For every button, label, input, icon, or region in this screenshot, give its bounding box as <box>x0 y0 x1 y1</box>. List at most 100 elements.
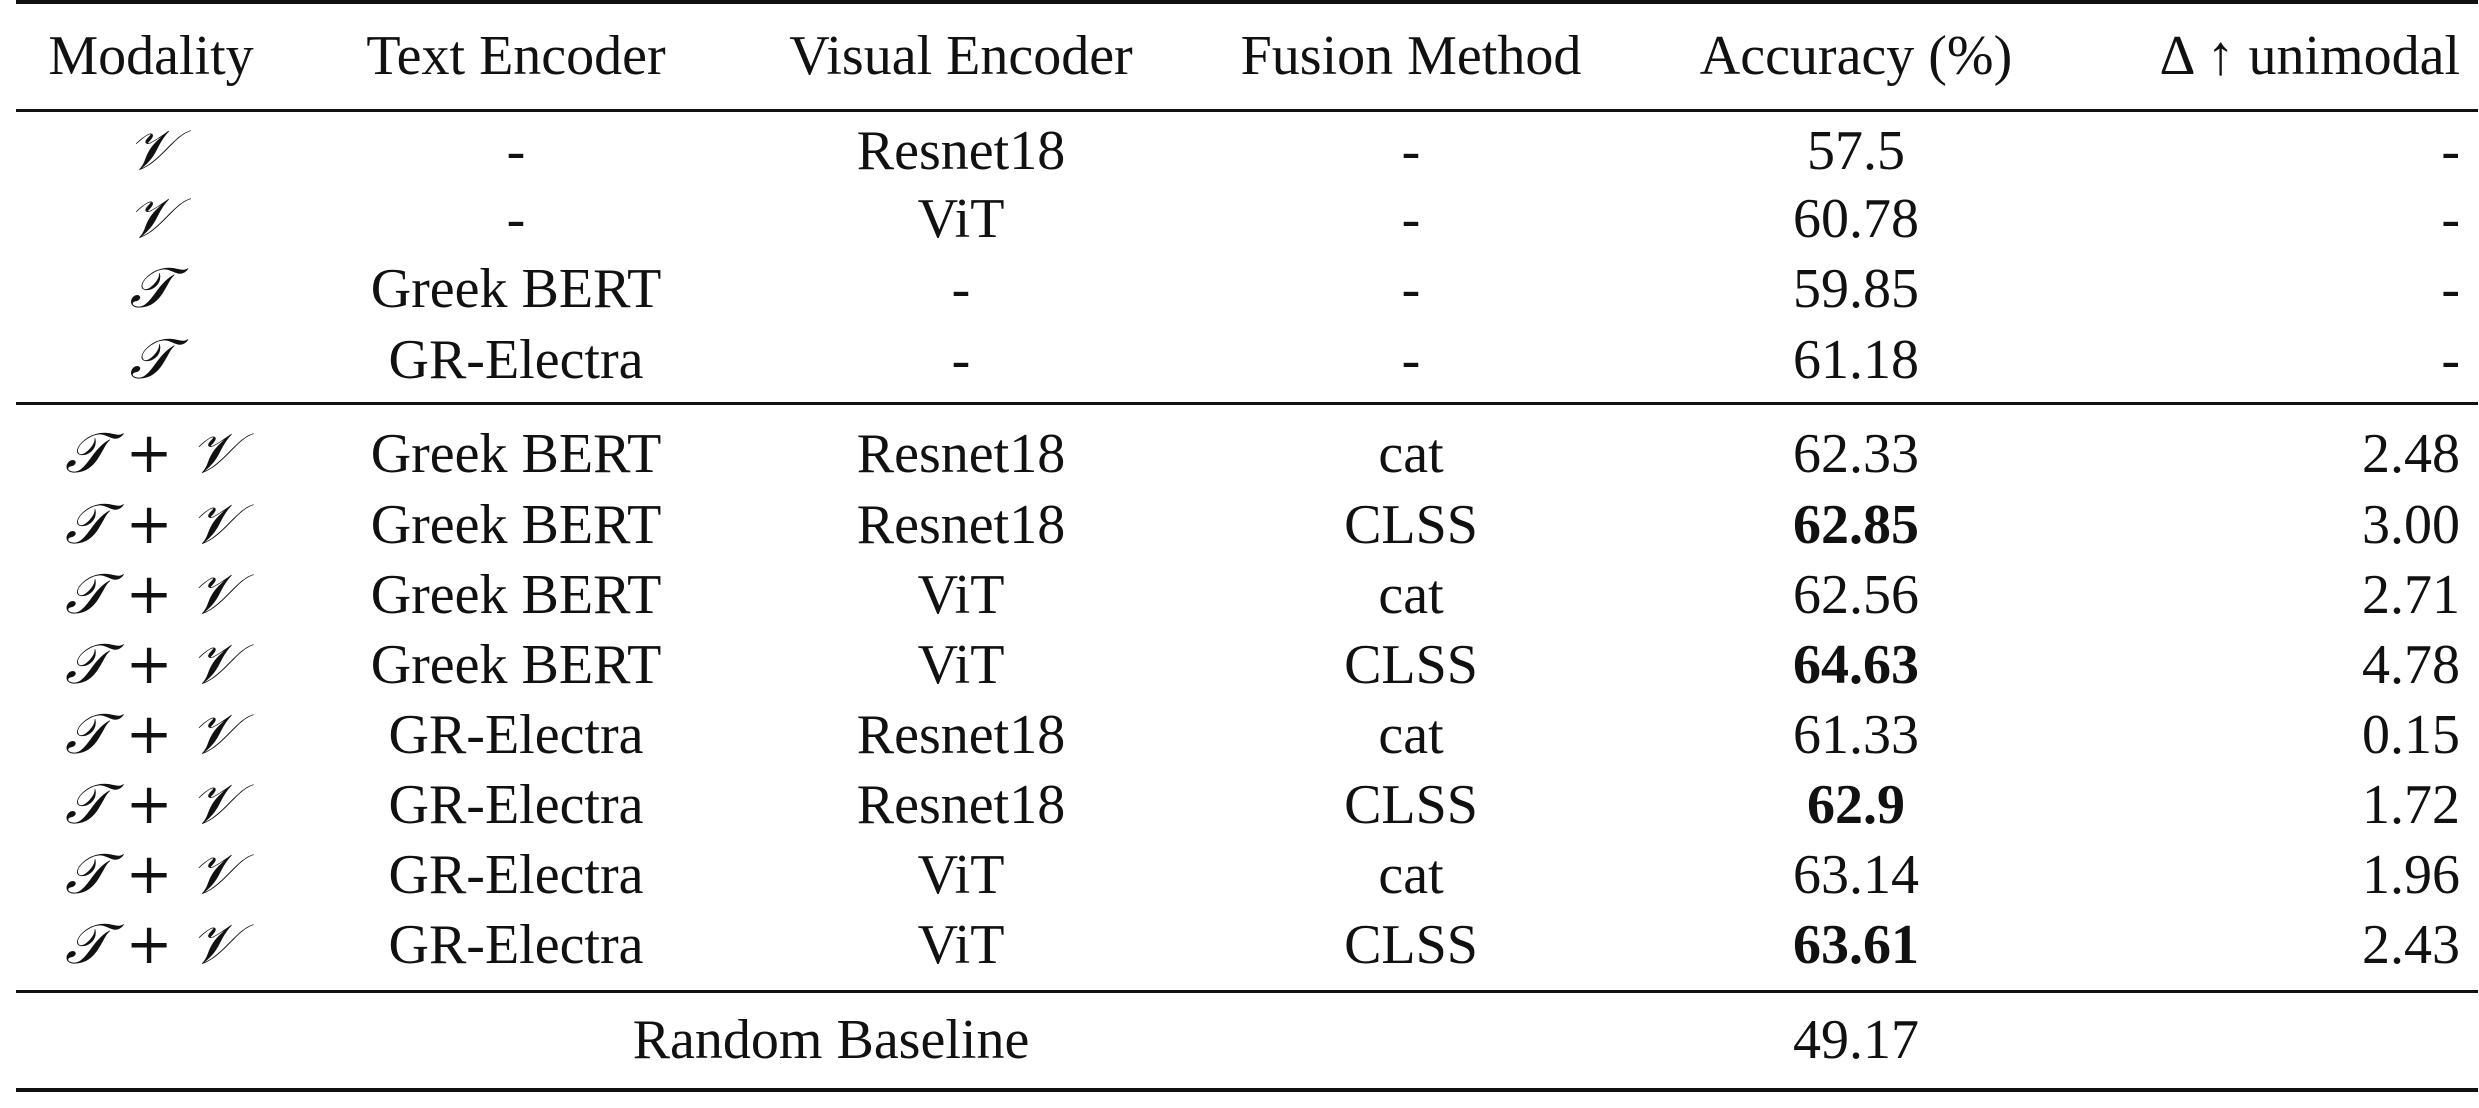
cell-fusion-method: CLSS <box>1344 493 1478 556</box>
cell-accuracy: 62.9 <box>1807 773 1905 836</box>
cell-modality: 𝒯 + 𝒱 <box>64 561 238 627</box>
cell-visual-encoder: Resnet18 <box>856 703 1066 766</box>
cell-accuracy: 64.63 <box>1793 633 1919 696</box>
cell-accuracy: 59.85 <box>1793 257 1919 320</box>
cell-delta: - <box>2066 323 2478 405</box>
cell-visual-encoder: Resnet18 <box>856 773 1066 836</box>
cell-modality: 𝒯 + 𝒱 <box>64 701 238 767</box>
cell-modality: 𝒯 + 𝒱 <box>64 841 238 907</box>
cell-text-encoder: GR-Electra <box>388 773 644 836</box>
cell-delta: 2.71 <box>2362 563 2460 626</box>
baseline-label: Random Baseline <box>16 991 1646 1092</box>
header-fusion-method: Fusion Method <box>1176 0 1646 112</box>
cell-visual-encoder: ViT <box>917 563 1005 626</box>
cell-text-encoder: Greek BERT <box>370 633 662 696</box>
cell-delta: - <box>2441 257 2460 320</box>
cell-text-encoder: GR-Electra <box>388 703 644 766</box>
header-delta-unimodal: Δ ↑ unimodal <box>2066 0 2478 112</box>
cell-modality: 𝒯 + 𝒱 <box>16 909 286 993</box>
cell-delta: 0.15 <box>2362 703 2460 766</box>
cell-accuracy: 63.61 <box>1646 909 2066 993</box>
cell-fusion-method: CLSS <box>1176 909 1646 993</box>
cell-accuracy: 62.85 <box>1793 493 1919 556</box>
cell-delta: 3.00 <box>2362 493 2460 556</box>
cell-visual-encoder: - <box>951 257 971 320</box>
cell-modality: 𝒯 + 𝒱 <box>64 631 238 697</box>
cell-fusion-method: cat <box>1378 423 1444 486</box>
cell-text-encoder: Greek BERT <box>370 493 662 556</box>
cell-visual-encoder: Resnet18 <box>856 119 1066 182</box>
table-row: 𝒯 + 𝒱 GR-Electra Resnet18 CLSS 62.9 1.72 <box>16 770 2478 840</box>
cell-accuracy: 61.18 <box>1646 323 2066 405</box>
cell-modality: 𝒯 <box>129 255 173 321</box>
table-row: 𝒯 + 𝒱 GR-Electra ViT cat 63.14 1.96 <box>16 840 2478 910</box>
cell-fusion-method: CLSS <box>1344 633 1478 696</box>
cell-text-encoder: GR-Electra <box>286 323 746 405</box>
cell-delta: 1.72 <box>2362 773 2460 836</box>
header-modality: Modality <box>16 0 286 112</box>
cell-accuracy: 61.33 <box>1793 703 1919 766</box>
cell-visual-encoder: ViT <box>917 633 1005 696</box>
table-row: 𝒱 - Resnet18 - 57.5 - <box>16 110 2478 184</box>
baseline-delta-empty <box>2066 991 2478 1092</box>
cell-visual-encoder: ViT <box>746 909 1176 993</box>
cell-delta: - <box>2441 187 2460 250</box>
cell-accuracy: 62.33 <box>1793 423 1919 486</box>
cell-visual-encoder: ViT <box>917 187 1005 250</box>
header-accuracy: Accuracy (%) <box>1646 0 2066 112</box>
cell-modality: 𝒯 + 𝒱 <box>64 421 238 487</box>
cell-delta: 2.43 <box>2066 909 2478 993</box>
cell-visual-encoder: Resnet18 <box>856 423 1066 486</box>
cell-delta: - <box>2441 119 2460 182</box>
cell-accuracy: 57.5 <box>1807 119 1905 182</box>
table-row: 𝒯 + 𝒱 Greek BERT Resnet18 cat 62.33 2.48 <box>16 404 2478 490</box>
cell-visual-encoder: Resnet18 <box>856 493 1066 556</box>
cell-accuracy: 60.78 <box>1793 187 1919 250</box>
table-row: 𝒯 + 𝒱 Greek BERT ViT cat 62.56 2.71 <box>16 560 2478 630</box>
cell-modality: 𝒯 <box>16 323 286 405</box>
cell-accuracy: 63.14 <box>1793 843 1919 906</box>
table-row: 𝒯 + 𝒱 Greek BERT ViT CLSS 64.63 4.78 <box>16 630 2478 700</box>
cell-accuracy: 62.56 <box>1793 563 1919 626</box>
header-text-encoder: Text Encoder <box>286 0 746 112</box>
cell-fusion-method: - <box>1401 119 1421 182</box>
cell-visual-encoder: - <box>746 323 1176 405</box>
table-row: 𝒱 - ViT - 60.78 - <box>16 184 2478 254</box>
cell-text-encoder: Greek BERT <box>370 423 662 486</box>
results-table: Modality Text Encoder Visual Encoder Fus… <box>16 0 2478 1092</box>
cell-fusion-method: CLSS <box>1344 773 1478 836</box>
cell-fusion-method: cat <box>1378 703 1444 766</box>
cell-visual-encoder: ViT <box>917 843 1005 906</box>
table-row: 𝒯 + 𝒱 GR-Electra Resnet18 cat 61.33 0.15 <box>16 700 2478 770</box>
header-visual-encoder: Visual Encoder <box>746 0 1176 112</box>
cell-modality: 𝒱 <box>127 185 175 251</box>
table-row: 𝒯 Greek BERT - - 59.85 - <box>16 254 2478 324</box>
unimodal-rows: 𝒱 - Resnet18 - 57.5 - 𝒱 - ViT - 60.78 - 𝒯 Greek BERT -… <box>16 110 2478 405</box>
cell-fusion-method: cat <box>1378 563 1444 626</box>
cell-text-encoder: Greek BERT <box>370 257 662 320</box>
cell-text-encoder: - <box>506 187 526 250</box>
baseline-rows: Random Baseline 49.17 <box>16 991 2478 1092</box>
cell-text-encoder: GR-Electra <box>286 909 746 993</box>
cell-delta: 2.48 <box>2362 423 2460 486</box>
cell-fusion-method: - <box>1401 187 1421 250</box>
baseline-row: Random Baseline 49.17 <box>16 991 2478 1092</box>
cell-text-encoder: GR-Electra <box>388 843 644 906</box>
cell-fusion-method: - <box>1176 323 1646 405</box>
cell-modality: 𝒯 + 𝒱 <box>64 491 238 557</box>
baseline-accuracy: 49.17 <box>1646 991 2066 1092</box>
cell-delta: 1.96 <box>2362 843 2460 906</box>
table-row: 𝒯 + 𝒱 Greek BERT Resnet18 CLSS 62.85 3.00 <box>16 490 2478 560</box>
cell-fusion-method: cat <box>1378 843 1444 906</box>
header-row: Modality Text Encoder Visual Encoder Fus… <box>16 0 2478 112</box>
cell-text-encoder: Greek BERT <box>370 563 662 626</box>
cell-text-encoder: - <box>506 119 526 182</box>
cell-modality: 𝒱 <box>127 117 175 183</box>
cell-delta: 4.78 <box>2362 633 2460 696</box>
cell-fusion-method: - <box>1401 257 1421 320</box>
cell-modality: 𝒯 + 𝒱 <box>64 771 238 837</box>
